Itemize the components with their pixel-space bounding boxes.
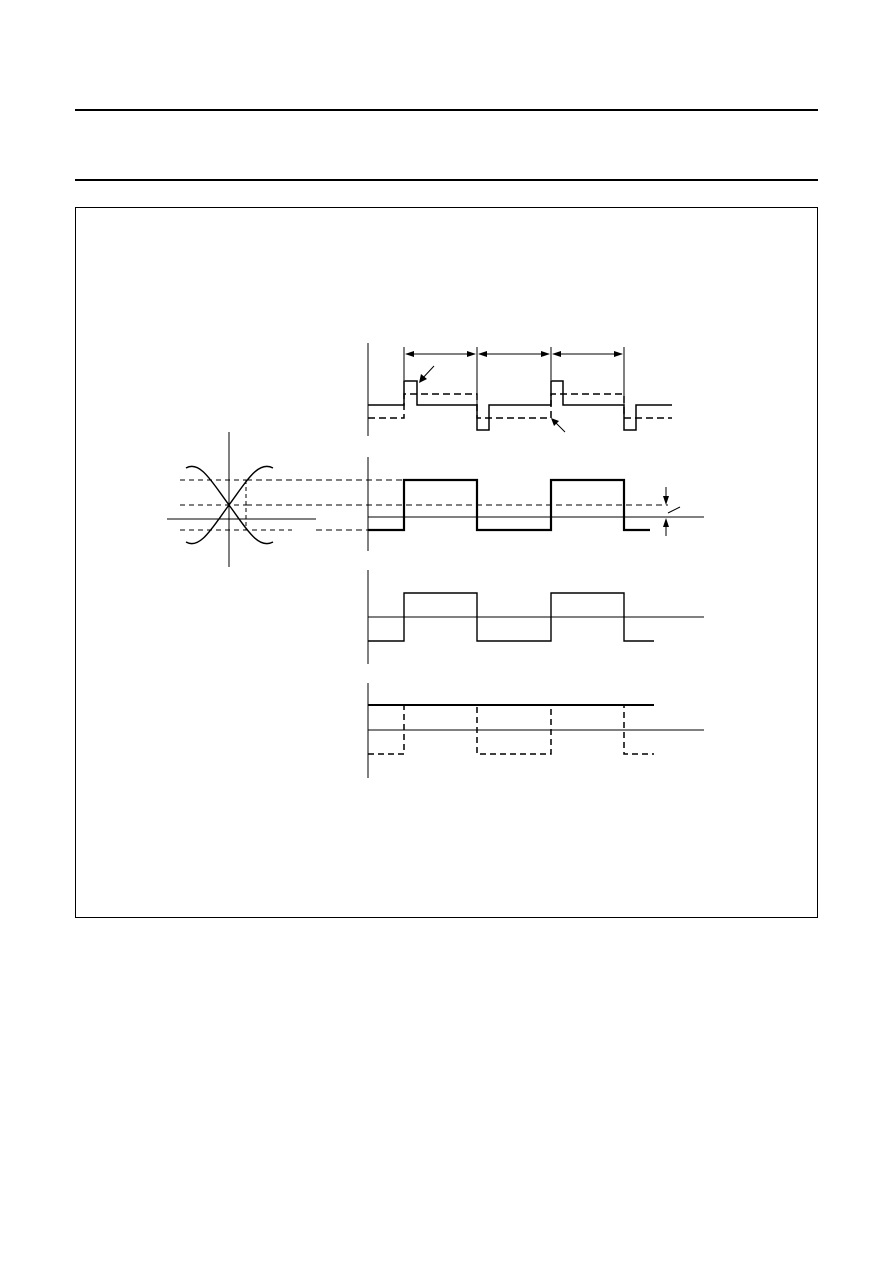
row-3-square-wave-trace [368, 592, 654, 642]
arrow-icon [478, 351, 487, 357]
projection-lines [246, 479, 668, 531]
row-2-square-wave [368, 478, 704, 536]
arrow-icon [663, 496, 669, 505]
arrow-icon [551, 418, 559, 426]
arrow-icon [614, 351, 623, 357]
arrow-icon [552, 351, 561, 357]
period-arrowheads [405, 351, 623, 357]
transfer-curve-sketch [167, 432, 316, 567]
offset-label-leader [667, 506, 681, 514]
header-rule-bottom [75, 179, 818, 181]
period-extension-lines [403, 347, 625, 410]
row-2-square-wave-trace [368, 478, 650, 532]
arrow-icon [541, 351, 550, 357]
row-4-dashed-square-wave [368, 704, 654, 755]
row-3-square-wave [368, 592, 704, 642]
solid-pulse-train [368, 380, 672, 431]
arrow-icon [663, 518, 669, 527]
figure-frame [75, 207, 818, 918]
header-rule-top [75, 109, 818, 111]
arrow-icon [419, 374, 427, 383]
dashed-pulse-train [368, 393, 672, 419]
row-1-pulse-waveforms [368, 347, 672, 433]
row-4-waveforms [368, 704, 704, 755]
arrow-icon [405, 351, 414, 357]
arrow-icon [467, 351, 476, 357]
